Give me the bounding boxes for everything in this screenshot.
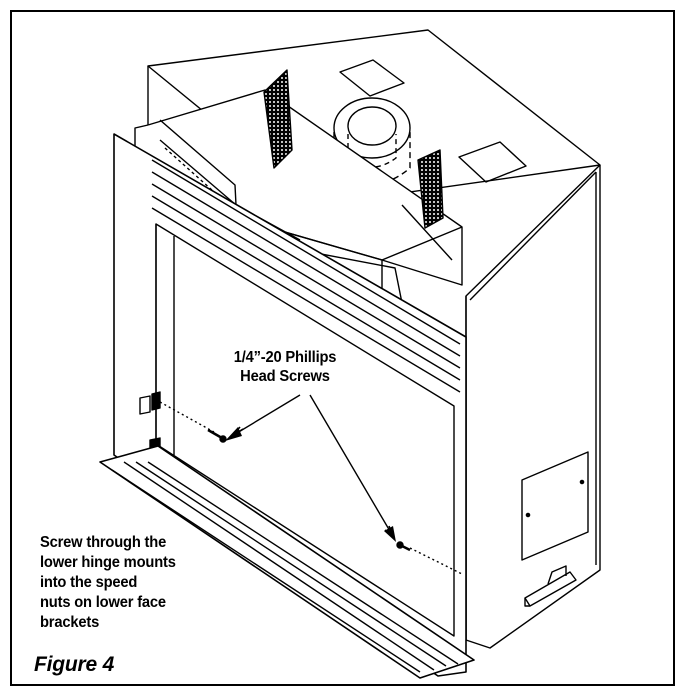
access-panel (521, 451, 589, 561)
housing-right-wall (465, 164, 601, 649)
top-vent-square-1 (339, 59, 405, 97)
leader-left (231, 394, 301, 437)
face-stripe-1 (151, 159, 461, 345)
baffle-left (159, 119, 237, 206)
screw-callout-label: 1/4”-20 Phillips Head Screws (233, 349, 337, 385)
screw-right (396, 541, 411, 552)
figure-border (10, 10, 675, 686)
leader-right (309, 394, 395, 539)
mesh-panel-right (417, 149, 444, 229)
junction-box (524, 571, 577, 607)
screw-path-left (159, 401, 215, 433)
hinge-mount (139, 395, 151, 415)
mesh-panel-left (263, 69, 293, 169)
figure-caption: Figure 4 (34, 653, 115, 676)
screw-left (207, 428, 227, 443)
flue-collar-outer (333, 97, 411, 159)
instruction-note: Screw through the lower hinge mounts int… (40, 534, 176, 631)
top-vent-square-2 (458, 141, 527, 183)
